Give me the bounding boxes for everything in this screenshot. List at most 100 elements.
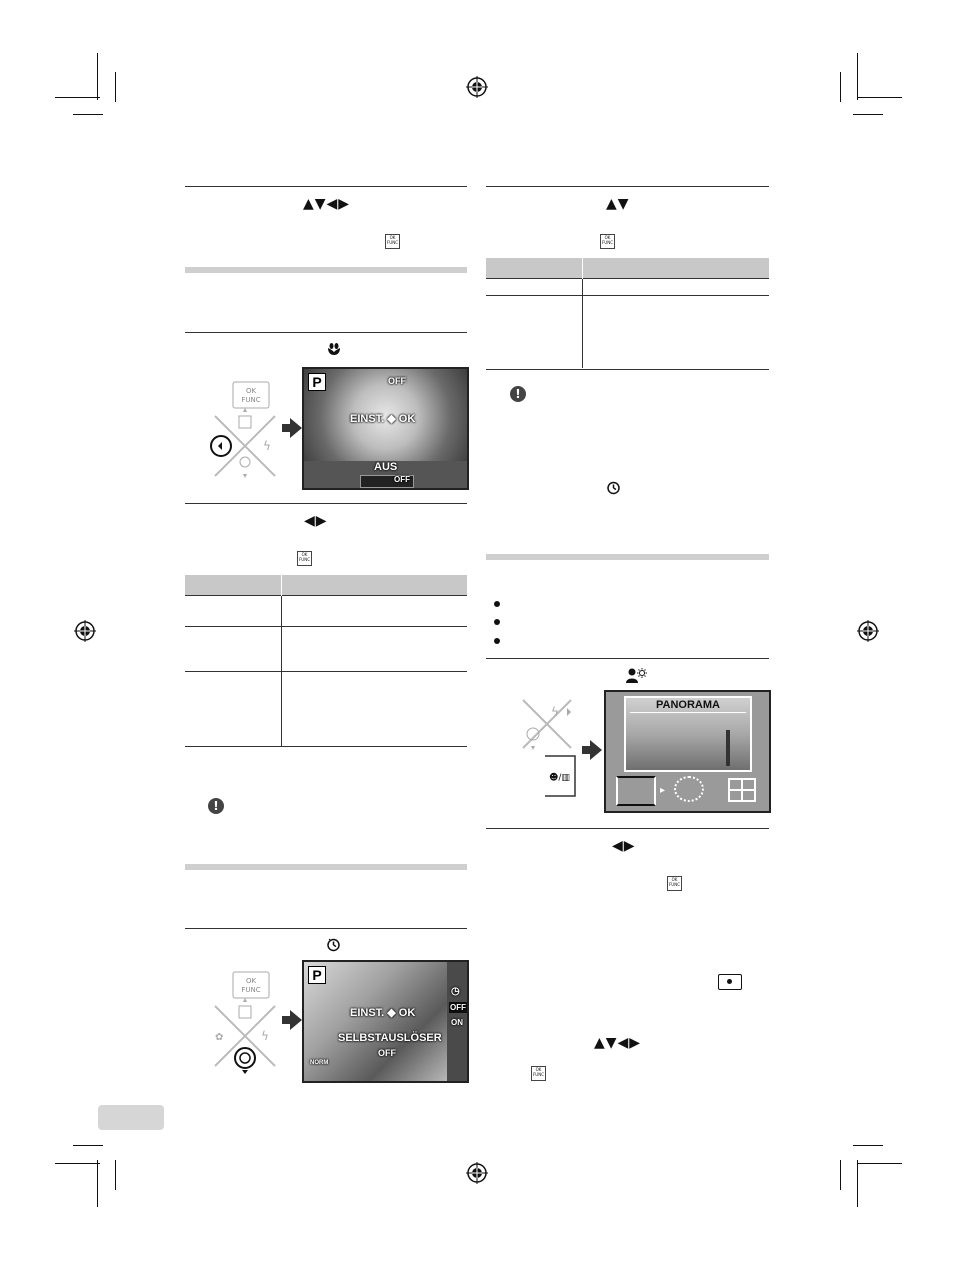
section-rule [486,186,769,187]
section-header-bar [185,864,467,870]
svg-text:☻/▥: ☻/▥ [549,772,570,783]
table-header-cell [281,575,467,596]
table-cell [281,595,467,627]
registration-mark-icon [74,620,96,642]
side-menu [447,962,467,1081]
crop-mark [97,1160,98,1207]
svg-text:FUNC: FUNC [241,396,260,404]
crop-mark [857,1160,858,1207]
crop-mark [115,72,116,102]
camera-screen-self-timer: P ◷ OFF ON EINST. ◆ OK SELBSTAUSLÖSER OF… [302,960,469,1083]
table-cell [185,671,282,746]
self-timer-table [486,258,769,368]
arrow-right-icon [582,740,602,760]
side-on-option: ON [451,1018,463,1027]
palm-tree-silhouette [726,730,730,766]
section-header-bar [185,267,467,273]
program-mode-icon: P [308,373,326,391]
set-ok-label: EINST. ◆ OK [350,413,416,425]
crop-mark [840,72,841,102]
camera-screen-panorama: PANORAMA ▸ [604,690,771,813]
crop-mark [55,97,100,98]
flash-off-label: OFF [388,376,406,386]
macro-options-off: OFF [394,475,410,484]
self-timer-label: SELBSTAUSLÖSER [338,1032,442,1044]
panorama-preview-frame [624,696,752,772]
table-cell [185,626,282,672]
norm-label: NORM [310,1060,329,1066]
svg-text:ϟ: ϟ [551,705,559,719]
control-dial-diagram: ϟ ☻/▥ [522,699,576,797]
table-cell [185,595,282,627]
table-cell [486,295,583,368]
self-timer-icon [327,938,340,952]
list-bullet [494,601,500,607]
section-rule [185,503,467,504]
section-header-bar [486,554,769,560]
svg-text:OK: OK [246,387,257,395]
table-header-cell [486,258,583,279]
table-header-cell [582,258,769,279]
crop-mark [73,114,103,115]
table-cell [281,671,467,746]
list-bullet [494,619,500,625]
crop-mark [853,1145,883,1146]
macro-options-strip [360,475,414,488]
section-rule [185,746,467,747]
svg-text:OK: OK [246,977,257,985]
side-off-option: OFF [449,1002,467,1013]
control-dial-diagram: OK FUNC ϟ [210,381,276,478]
page-number-tab [98,1105,164,1130]
scene-option-panorama-icon [616,776,656,806]
svg-text:FUNC: FUNC [241,986,260,994]
svg-text:ϟ: ϟ [261,1029,269,1043]
timer-off-label: OFF [378,1048,396,1058]
camera-screen-macro: P OFF EINST. ◆ OK AUS OFF [302,367,469,490]
section-rule [185,186,467,187]
section-rule [486,828,769,829]
scene-option-beauty-icon [674,776,704,802]
scene-icon [626,668,647,683]
list-bullet [494,638,500,644]
control-dial-diagram: OK FUNC ✿ ϟ [214,971,276,1074]
arrow-right-icon [282,418,302,438]
macro-icon [328,343,340,355]
up-down-keys-label: ▲▼ [606,196,630,212]
crop-mark [857,53,858,100]
chevron-right-icon: ▸ [660,785,666,796]
arrow-keys-label: ▲▼◀▶ [303,196,351,212]
spot-frame-icon [718,974,742,990]
left-right-keys-label: ◀▶ [304,513,328,529]
section-rule [486,369,769,370]
table-cell [582,295,769,368]
scene-option-grid-icon [728,778,756,802]
crop-mark [857,97,902,98]
section-rule [486,658,769,659]
self-timer-icon [607,481,620,495]
crop-mark [97,53,98,100]
registration-mark-icon [466,76,488,98]
table-cell [281,626,467,672]
side-timer-icon: ◷ [451,986,460,997]
section-rule [185,332,467,333]
registration-mark-icon [466,1162,488,1184]
caution-icon: ! [510,386,526,402]
set-ok-label: EINST. ◆ OK [350,1007,416,1019]
table-header-cell [185,575,282,596]
crop-mark [853,114,883,115]
table-cell [582,278,769,296]
crop-mark [55,1163,100,1164]
arrow-keys-label: ▲▼◀▶ [594,1035,642,1051]
crop-mark [115,1160,116,1190]
arrow-right-icon [282,1010,302,1030]
registration-mark-icon [857,620,879,642]
caution-icon: ! [208,798,224,814]
macro-off-label: AUS [374,461,398,473]
panorama-title-underline [630,712,746,713]
svg-text:✿: ✿ [215,1032,223,1043]
